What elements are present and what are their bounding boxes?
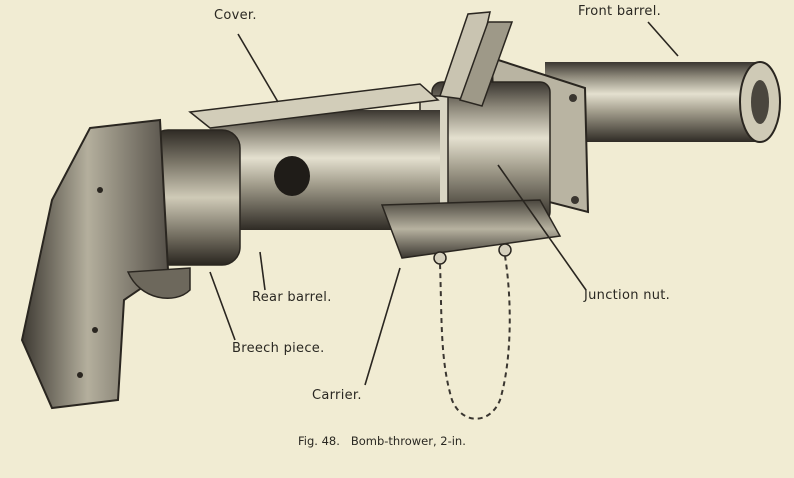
figure-title: Bomb-thrower, 2-in.: [350, 434, 466, 448]
label-front-barrel: Front barrel.: [578, 4, 662, 19]
figure-caption: Fig. 48. Bomb-thrower, 2-in.: [298, 434, 466, 448]
label-rear-barrel: Rear barrel.: [252, 290, 332, 305]
cam-lever: [438, 11, 514, 107]
chain: [439, 255, 511, 420]
leader-carrier: [364, 267, 401, 386]
leader-cover: [237, 33, 279, 103]
figure-number: Fig. 48.: [298, 434, 340, 448]
leader-lines: [209, 21, 679, 386]
label-carrier: Carrier.: [312, 388, 362, 403]
leader-junction-nut: [497, 164, 587, 291]
leader-front-barrel: [647, 21, 679, 57]
pistol-grip: [20, 118, 191, 410]
carrier: [380, 199, 562, 265]
leader-rear-barrel: [259, 251, 266, 291]
label-junction-nut: Junction nut.: [584, 288, 671, 303]
label-cover: Cover.: [214, 8, 257, 23]
leader-breech-piece: [209, 271, 236, 341]
label-breech-piece: Breech piece.: [232, 341, 325, 356]
rear-barrel: [188, 83, 440, 230]
